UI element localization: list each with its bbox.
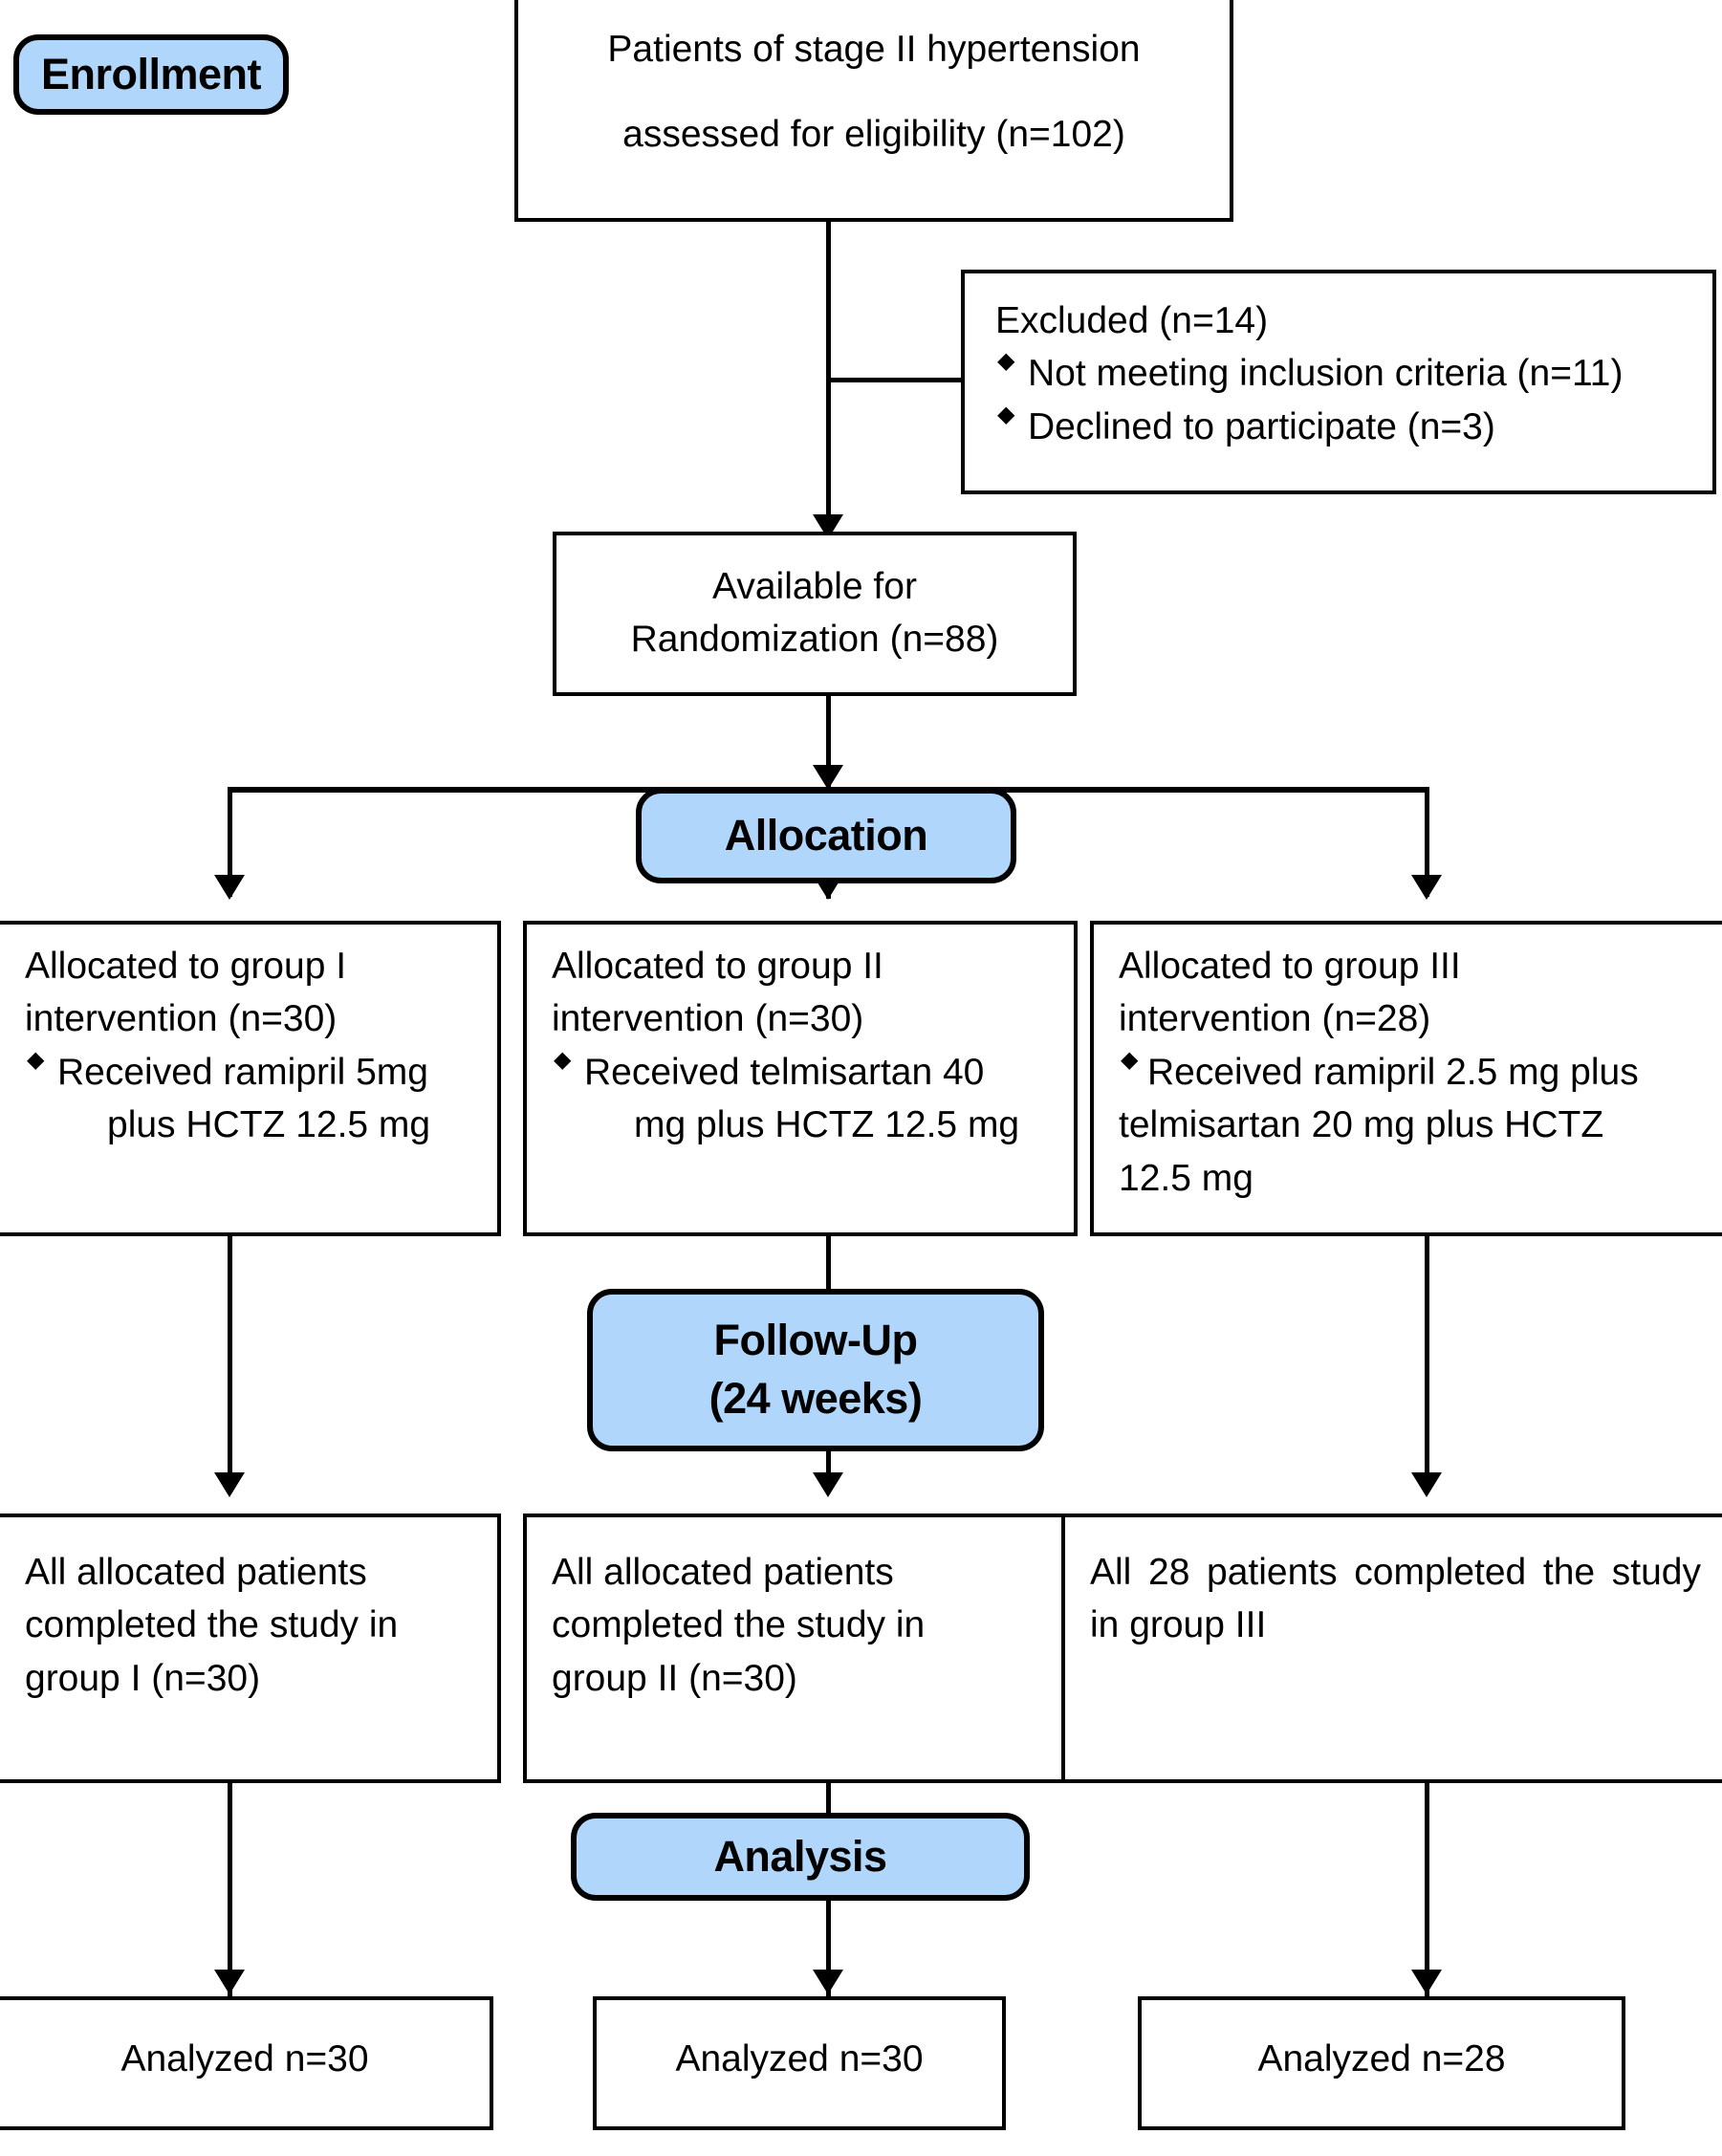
excluded-heading: Excluded (n=14) bbox=[995, 300, 1269, 341]
stage-label-allocation: Allocation bbox=[636, 788, 1016, 883]
followup-2-line-1: All allocated patients bbox=[552, 1552, 894, 1593]
followup-1-line-3: group I (n=30) bbox=[25, 1657, 261, 1699]
stage-label-followup: Follow-Up (24 weeks) bbox=[587, 1289, 1044, 1451]
box-analyzed-group-2: Analyzed n=30 bbox=[593, 1996, 1006, 2130]
box-allocated-group-3: Allocated to group III intervention (n=2… bbox=[1090, 921, 1722, 1236]
box-followup-group-2: All allocated patients completed the stu… bbox=[523, 1514, 1078, 1783]
connector-followup-2-to-analysis-stage bbox=[826, 1783, 831, 1821]
followup-2-line-2: completed the study in bbox=[552, 1604, 926, 1646]
followup-3-text: All 28 patients completed the study in g… bbox=[1090, 1552, 1701, 1646]
connector-allocated-1-to-followup-1 bbox=[228, 1236, 232, 1490]
allocated-3-intervention-list: Received ramipril 2.5 mg plus telmisarta… bbox=[1119, 1044, 1709, 1205]
stage-label-analysis: Analysis bbox=[571, 1813, 1030, 1901]
connector-to-excluded bbox=[826, 378, 966, 382]
stage-label-enrollment-text: Enrollment bbox=[40, 49, 262, 98]
analyzed-1-label: Analyzed n=30 bbox=[120, 2038, 369, 2080]
allocated-3-line-1: Allocated to group III bbox=[1119, 946, 1461, 987]
analyzed-3-label: Analyzed n=28 bbox=[1257, 2038, 1506, 2080]
stage-label-allocation-text: Allocation bbox=[724, 810, 928, 860]
list-item: Received telmisartan 40 mg plus HCTZ 12.… bbox=[552, 1044, 1057, 1152]
assessed-line-2: assessed for eligibility (n=102) bbox=[622, 114, 1125, 156]
list-item: Received ramipril 5mg plus HCTZ 12.5 mg bbox=[25, 1044, 480, 1152]
arrow-into-analyzed-3-icon bbox=[1411, 1970, 1442, 1994]
box-allocated-group-2: Allocated to group II intervention (n=30… bbox=[523, 921, 1078, 1236]
stage-label-followup-line-2: (24 weeks) bbox=[708, 1374, 923, 1423]
arrow-into-split-icon bbox=[813, 765, 843, 790]
box-followup-group-3: All 28 patients completed the study in g… bbox=[1061, 1514, 1722, 1783]
allocated-3-bullet-line-3: 12.5 mg bbox=[1119, 1157, 1253, 1199]
connector-followup-1-to-analyzed-1 bbox=[228, 1783, 232, 1998]
analyzed-2-label: Analyzed n=30 bbox=[675, 2038, 924, 2080]
list-item: Not meeting inclusion criteria (n=11) bbox=[995, 345, 1695, 400]
allocated-2-line-2: intervention (n=30) bbox=[552, 998, 864, 1040]
allocated-3-line-2: intervention (n=28) bbox=[1119, 998, 1431, 1040]
list-item: Declined to participate (n=3) bbox=[995, 399, 1695, 453]
assessed-line-1: Patients of stage II hypertension bbox=[607, 29, 1141, 70]
box-followup-group-1: All allocated patients completed the stu… bbox=[0, 1514, 501, 1783]
box-analyzed-group-1: Analyzed n=30 bbox=[0, 1996, 493, 2130]
stage-label-followup-line-1: Follow-Up bbox=[713, 1316, 918, 1365]
box-excluded: Excluded (n=14) Not meeting inclusion cr… bbox=[961, 270, 1716, 494]
allocated-1-bullet-line-1: Received ramipril 5mg bbox=[57, 1051, 428, 1093]
randomization-line-2: Randomization (n=88) bbox=[630, 619, 999, 661]
box-analyzed-group-3: Analyzed n=28 bbox=[1138, 1996, 1625, 2130]
allocated-3-bullet-line-2: telmisartan 20 mg plus HCTZ bbox=[1119, 1104, 1604, 1146]
stage-label-analysis-text: Analysis bbox=[713, 1831, 887, 1881]
allocated-1-line-2: intervention (n=30) bbox=[25, 998, 338, 1040]
arrow-into-analyzed-2-icon bbox=[813, 1970, 843, 1994]
followup-1-line-2: completed the study in bbox=[25, 1604, 399, 1646]
allocated-2-line-1: Allocated to group II bbox=[552, 946, 883, 987]
followup-2-line-3: group II (n=30) bbox=[552, 1657, 797, 1699]
arrow-into-allocated-3-icon bbox=[1411, 875, 1442, 900]
allocated-2-intervention-list: Received telmisartan 40 mg plus HCTZ 12.… bbox=[552, 1044, 1057, 1152]
arrow-into-followup-1-icon bbox=[214, 1472, 245, 1497]
connector-allocated-3-to-followup-3 bbox=[1425, 1236, 1429, 1490]
connector-split-to-group-1 bbox=[228, 787, 232, 897]
allocated-2-bullet-line-1: Received telmisartan 40 bbox=[584, 1051, 985, 1093]
arrow-into-allocated-1-icon bbox=[214, 875, 245, 900]
connector-randomization-to-split bbox=[826, 696, 831, 788]
connector-analysis-stage-to-analyzed-2 bbox=[826, 1898, 831, 1998]
randomization-line-1: Available for bbox=[712, 566, 917, 607]
connector-split-to-group-3 bbox=[1425, 787, 1429, 897]
allocated-3-bullet-line-1: Received ramipril 2.5 mg plus bbox=[1147, 1051, 1639, 1093]
arrow-into-followup-3-icon bbox=[1411, 1472, 1442, 1497]
allocated-1-intervention-list: Received ramipril 5mg plus HCTZ 12.5 mg bbox=[25, 1044, 480, 1152]
excluded-reason-list: Not meeting inclusion criteria (n=11) De… bbox=[995, 345, 1695, 453]
box-available-for-randomization: Available for Randomization (n=88) bbox=[553, 532, 1077, 696]
stage-label-enrollment: Enrollment bbox=[13, 34, 289, 115]
connector-allocated-2-to-followup-2 bbox=[826, 1236, 831, 1294]
box-assessed-for-eligibility: Patients of stage II hypertension assess… bbox=[514, 0, 1233, 222]
allocated-1-bullet-line-2: plus HCTZ 12.5 mg bbox=[107, 1104, 431, 1146]
allocated-1-line-1: Allocated to group I bbox=[25, 946, 347, 987]
connector-followup-3-to-analyzed-3 bbox=[1425, 1783, 1429, 1998]
list-item: Received ramipril 2.5 mg plus telmisarta… bbox=[1119, 1044, 1709, 1205]
arrow-into-followup-2-icon bbox=[813, 1472, 843, 1497]
arrow-into-analyzed-1-icon bbox=[214, 1970, 245, 1994]
followup-1-line-1: All allocated patients bbox=[25, 1552, 367, 1593]
allocated-2-bullet-line-2: mg plus HCTZ 12.5 mg bbox=[634, 1104, 1020, 1146]
box-allocated-group-1: Allocated to group I intervention (n=30)… bbox=[0, 921, 501, 1236]
